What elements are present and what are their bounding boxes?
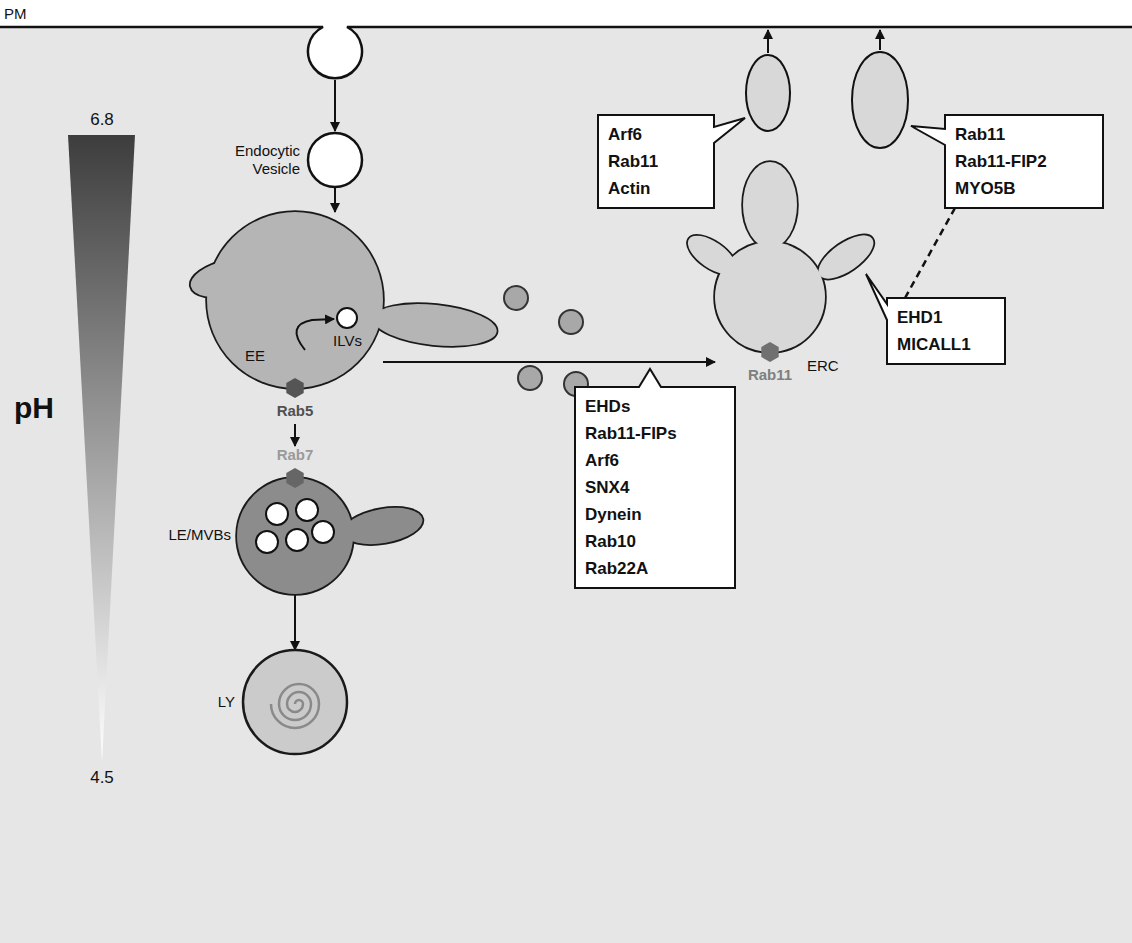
- organelle-label: Endocytic Vesicle: [205, 142, 300, 178]
- callout-bubble-outline: [575, 369, 735, 588]
- early-endosome: [207, 212, 383, 388]
- protein-name: Rab11: [608, 148, 704, 175]
- organelle-label: LY: [207, 693, 235, 711]
- early-endosome: [207, 212, 383, 388]
- late-endosome: [341, 502, 426, 549]
- callout-box: EHD1MICALL1: [887, 298, 1005, 364]
- transport-arrow: [383, 361, 715, 363]
- recycling-compartment: [812, 227, 880, 287]
- annotation-label: 6.8: [84, 110, 120, 130]
- organelle: ERCRab11: [715, 242, 855, 384]
- protein-name: Rab10: [585, 528, 725, 555]
- protein-name: Rab11: [955, 121, 1093, 148]
- transport-arrow: [334, 187, 336, 212]
- callout-box: Arf6Rab11Actin: [598, 115, 714, 208]
- rab-hexagon: [286, 378, 303, 398]
- protein-name: MYO5B: [955, 175, 1093, 202]
- callout-box: EHDsRab11-FIPsArf6SNX4DyneinRab10Rab22A: [575, 387, 735, 588]
- exocytosis-arrow: [879, 30, 881, 50]
- annotation-label: 4.5: [84, 768, 120, 788]
- transport-vesicle: [559, 310, 583, 334]
- organelle-shape: [207, 212, 383, 424]
- annotation-label: pH: [14, 390, 54, 426]
- recycling-carrier: [852, 52, 908, 148]
- ph-gradient-wedge: [68, 135, 135, 762]
- protein-name: Rab22A: [585, 555, 725, 582]
- protein-name: Arf6: [608, 121, 704, 148]
- protein-name: SNX4: [585, 474, 725, 501]
- recycling-compartment: [715, 242, 825, 352]
- internalization-arrow: [334, 80, 336, 131]
- lysosome: [243, 650, 347, 754]
- recycling-compartment: [715, 242, 825, 352]
- budding-arrow: [296, 319, 334, 350]
- cytoplasm-ground: [0, 27, 1132, 943]
- recycling-compartment: [743, 162, 797, 248]
- late-endosome: [237, 478, 353, 594]
- organelle-label: LE/MVBs: [157, 526, 231, 544]
- organelle-label: ERC: [807, 357, 851, 375]
- recycling-carrier: [746, 55, 790, 131]
- intraluminal-vesicle: [312, 521, 334, 543]
- recycling-compartment: [743, 162, 797, 248]
- organelle-label: Rab11: [730, 366, 810, 384]
- exocytosis-arrow: [767, 30, 769, 53]
- organelle-label: Rab7: [255, 446, 335, 464]
- early-endosome: [371, 299, 499, 352]
- late-endosome: [237, 478, 353, 594]
- intraluminal-vesicle: [286, 529, 308, 551]
- organelle-label: Rab5: [255, 402, 335, 420]
- organelle-shape: [243, 650, 347, 754]
- annotation-label: ILVs: [333, 332, 362, 350]
- early-endosome: [371, 299, 499, 352]
- organelle: Rab7LE/MVBs: [237, 446, 353, 594]
- transport-vesicle: [518, 366, 542, 390]
- annotation-label: PM: [4, 5, 27, 23]
- protein-name: Rab11-FIPs: [585, 420, 725, 447]
- plasma-membrane: [0, 27, 1132, 78]
- protein-name: Dynein: [585, 501, 725, 528]
- organelle: LY: [243, 650, 347, 754]
- intraluminal-vesicle: [337, 308, 357, 328]
- protein-name: EHD1: [897, 304, 995, 331]
- intraluminal-vesicle: [256, 531, 278, 553]
- callout-bubble-outline: [866, 274, 1005, 364]
- dashed-association: [905, 208, 955, 298]
- degradation-spiral: [271, 684, 319, 728]
- callout-bubble-outline: [911, 115, 1103, 208]
- callout-bubble-outline: [598, 115, 745, 208]
- rab-hexagon: [761, 342, 778, 362]
- protein-name: Arf6: [585, 447, 725, 474]
- protein-name: EHDs: [585, 393, 725, 420]
- transport-vesicle: [504, 286, 528, 310]
- protein-name: MICALL1: [897, 331, 995, 358]
- intraluminal-vesicle: [266, 503, 288, 525]
- callout-bubble: [887, 298, 1005, 364]
- protein-name: Rab11-FIP2: [955, 148, 1093, 175]
- protein-name: Actin: [608, 175, 704, 202]
- organelle-label: EE: [245, 347, 275, 365]
- callout-box: Rab11Rab11-FIP2MYO5B: [945, 115, 1103, 208]
- organelle-shape: [237, 446, 353, 594]
- transport-arrow: [294, 424, 296, 446]
- rab-hexagon: [286, 468, 303, 488]
- organelle: EE Rab5: [207, 212, 383, 424]
- intraluminal-vesicle: [296, 499, 318, 521]
- organelle: Endocytic Vesicle: [205, 133, 362, 187]
- endocytic-vesicle: [308, 133, 362, 187]
- transport-arrow: [294, 594, 296, 650]
